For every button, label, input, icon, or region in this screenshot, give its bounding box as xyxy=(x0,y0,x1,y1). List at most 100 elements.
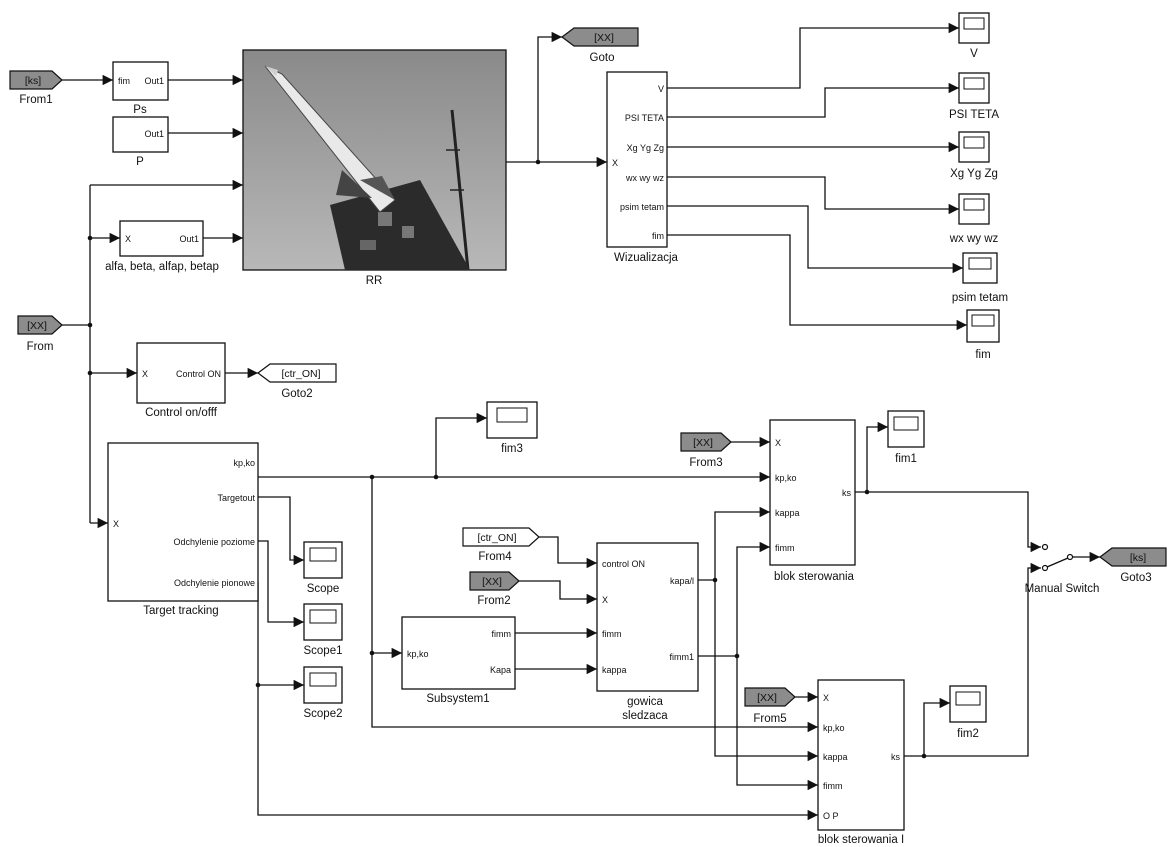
p-block[interactable]: Out1 P xyxy=(113,117,168,168)
svg-text:psim tetam: psim tetam xyxy=(620,202,664,212)
svg-text:kappa: kappa xyxy=(602,665,627,675)
alfa-beta-block[interactable]: X Out1 alfa, beta, alfap, betap xyxy=(105,221,219,273)
svg-text:kp,ko: kp,ko xyxy=(233,458,255,468)
svg-text:fim: fim xyxy=(652,231,664,241)
control-label: Control on/offf xyxy=(145,407,218,419)
scope-v[interactable]: V xyxy=(959,13,989,60)
scope-scope[interactable]: Scope xyxy=(304,542,342,595)
manual-switch[interactable]: Manual Switch xyxy=(1025,545,1100,596)
blok-sterowania-block[interactable]: X kp,ko kappa fimm ks blok sterowania xyxy=(770,420,855,583)
svg-text:Control ON: Control ON xyxy=(176,369,221,379)
svg-text:[ctr_ON]: [ctr_ON] xyxy=(477,532,516,544)
control-block[interactable]: X Control ON Control on/offf xyxy=(137,343,225,419)
svg-text:Odchylenie pionowe: Odchylenie pionowe xyxy=(174,578,255,588)
svg-text:[ks]: [ks] xyxy=(25,75,41,87)
svg-text:kp,ko: kp,ko xyxy=(823,723,845,733)
svg-text:kp,ko: kp,ko xyxy=(407,649,429,659)
target-tracking-label: Target tracking xyxy=(143,605,218,617)
svg-text:ks: ks xyxy=(891,752,901,762)
svg-text:kp,ko: kp,ko xyxy=(775,473,797,483)
svg-text:control ON: control ON xyxy=(602,559,645,569)
ps-block[interactable]: fim Out1 Ps xyxy=(113,62,168,116)
svg-text:X: X xyxy=(775,438,781,448)
from5-tag[interactable]: [XX] From5 xyxy=(745,688,795,725)
svg-text:[XX]: [XX] xyxy=(27,320,47,332)
svg-text:V: V xyxy=(658,84,664,94)
goto3-label: Goto3 xyxy=(1120,572,1151,584)
svg-text:wx wy wz: wx wy wz xyxy=(625,173,664,183)
scope-scope2-label: Scope2 xyxy=(303,708,342,720)
from3-tag[interactable]: [XX] From3 xyxy=(681,433,731,469)
goto3-tag[interactable]: [ks] Goto3 xyxy=(1100,548,1166,584)
scope-scope-label: Scope xyxy=(307,583,340,595)
subsystem1-block[interactable]: kp,ko fimm Kapa Subsystem1 xyxy=(402,617,515,705)
goto-label: Goto xyxy=(590,52,615,64)
from1-tag[interactable]: [ks] From1 xyxy=(10,71,62,106)
svg-text:Out1: Out1 xyxy=(144,129,164,139)
svg-text:fimm: fimm xyxy=(602,629,622,639)
from1-label: From1 xyxy=(19,94,52,106)
scope-psi-teta-label: PSI TETA xyxy=(949,109,999,121)
subsystem1-label: Subsystem1 xyxy=(426,693,489,705)
from4-tag[interactable]: [ctr_ON] From4 xyxy=(463,528,539,563)
target-tracking-block[interactable]: X kp,ko Targetout Odchylenie poziome Odc… xyxy=(108,443,258,617)
svg-text:[XX]: [XX] xyxy=(757,692,777,704)
svg-text:fimm: fimm xyxy=(823,781,843,791)
manual-switch-label: Manual Switch xyxy=(1025,583,1100,595)
scope-scope2[interactable]: Scope2 xyxy=(303,667,342,720)
ps-label: Ps xyxy=(133,104,147,116)
from-label: From xyxy=(27,341,54,353)
scope-fim-label: fim xyxy=(975,349,990,361)
scope-scope1-label: Scope1 xyxy=(303,645,342,657)
gowica-label-2: sledzaca xyxy=(622,710,668,722)
alfa-beta-label: alfa, beta, alfap, betap xyxy=(105,261,219,273)
svg-text:X: X xyxy=(602,595,608,605)
goto2-tag[interactable]: [ctr_ON] Goto2 xyxy=(258,364,336,400)
scope-fim1[interactable]: fim1 xyxy=(888,411,924,465)
svg-text:fimm1: fimm1 xyxy=(670,652,695,662)
scope-fim1-label: fim1 xyxy=(895,453,917,465)
signal-lines xyxy=(62,28,1100,815)
from-tag[interactable]: [XX] From xyxy=(18,316,62,353)
gowica-block[interactable]: control ON X fimm kappa kapa/l fimm1 gow… xyxy=(597,543,698,722)
from3-label: From3 xyxy=(689,457,722,469)
scope-scope1[interactable]: Scope1 xyxy=(303,604,342,657)
rr-block[interactable]: RR xyxy=(243,50,506,287)
scope-psim-tetam[interactable]: psim tetam xyxy=(952,253,1008,304)
svg-text:Out1: Out1 xyxy=(179,234,199,244)
blok-sterowania-label: blok sterowania xyxy=(774,571,855,583)
svg-text:fimm: fimm xyxy=(492,629,512,639)
svg-text:kappa: kappa xyxy=(775,508,800,518)
scope-wx-wy-wz-label: wx wy wz xyxy=(949,233,999,245)
scope-fim2[interactable]: fim2 xyxy=(950,686,986,740)
from5-label: From5 xyxy=(753,713,786,725)
svg-text:O P: O P xyxy=(823,811,839,821)
blok-sterowania-i-block[interactable]: X kp,ko kappa fimm O P ks blok sterowani… xyxy=(818,680,904,846)
svg-text:[XX]: [XX] xyxy=(594,32,614,44)
gowica-label-1: gowica xyxy=(627,696,663,708)
scope-psi-teta[interactable]: PSI TETA xyxy=(949,73,999,121)
svg-text:[XX]: [XX] xyxy=(482,576,502,588)
svg-text:PSI TETA: PSI TETA xyxy=(625,113,664,123)
from4-label: From4 xyxy=(478,551,512,563)
p-label: P xyxy=(136,156,144,168)
svg-text:Out1: Out1 xyxy=(144,76,164,86)
svg-text:Xg Yg Zg: Xg Yg Zg xyxy=(627,143,664,153)
scope-v-label: V xyxy=(970,48,978,60)
svg-text:[ks]: [ks] xyxy=(1130,552,1146,564)
svg-text:ks: ks xyxy=(842,488,852,498)
scope-fim3[interactable]: fim3 xyxy=(487,402,537,455)
scope-fim[interactable]: fim xyxy=(967,310,999,361)
blok-sterowania-i-label: blok sterowania I xyxy=(818,834,904,846)
from2-tag[interactable]: [XX] From2 xyxy=(470,572,519,607)
svg-text:X: X xyxy=(125,234,131,244)
svg-text:X: X xyxy=(823,693,829,703)
svg-text:Kapa: Kapa xyxy=(490,665,511,675)
goto2-label: Goto2 xyxy=(281,388,312,400)
svg-text:fim: fim xyxy=(118,76,130,86)
scope-wx-wy-wz[interactable]: wx wy wz xyxy=(949,194,999,245)
svg-text:kappa: kappa xyxy=(823,752,848,762)
goto-tag[interactable]: [XX] Goto xyxy=(562,28,638,64)
scope-xg-yg-zg[interactable]: Xg Yg Zg xyxy=(950,132,998,180)
